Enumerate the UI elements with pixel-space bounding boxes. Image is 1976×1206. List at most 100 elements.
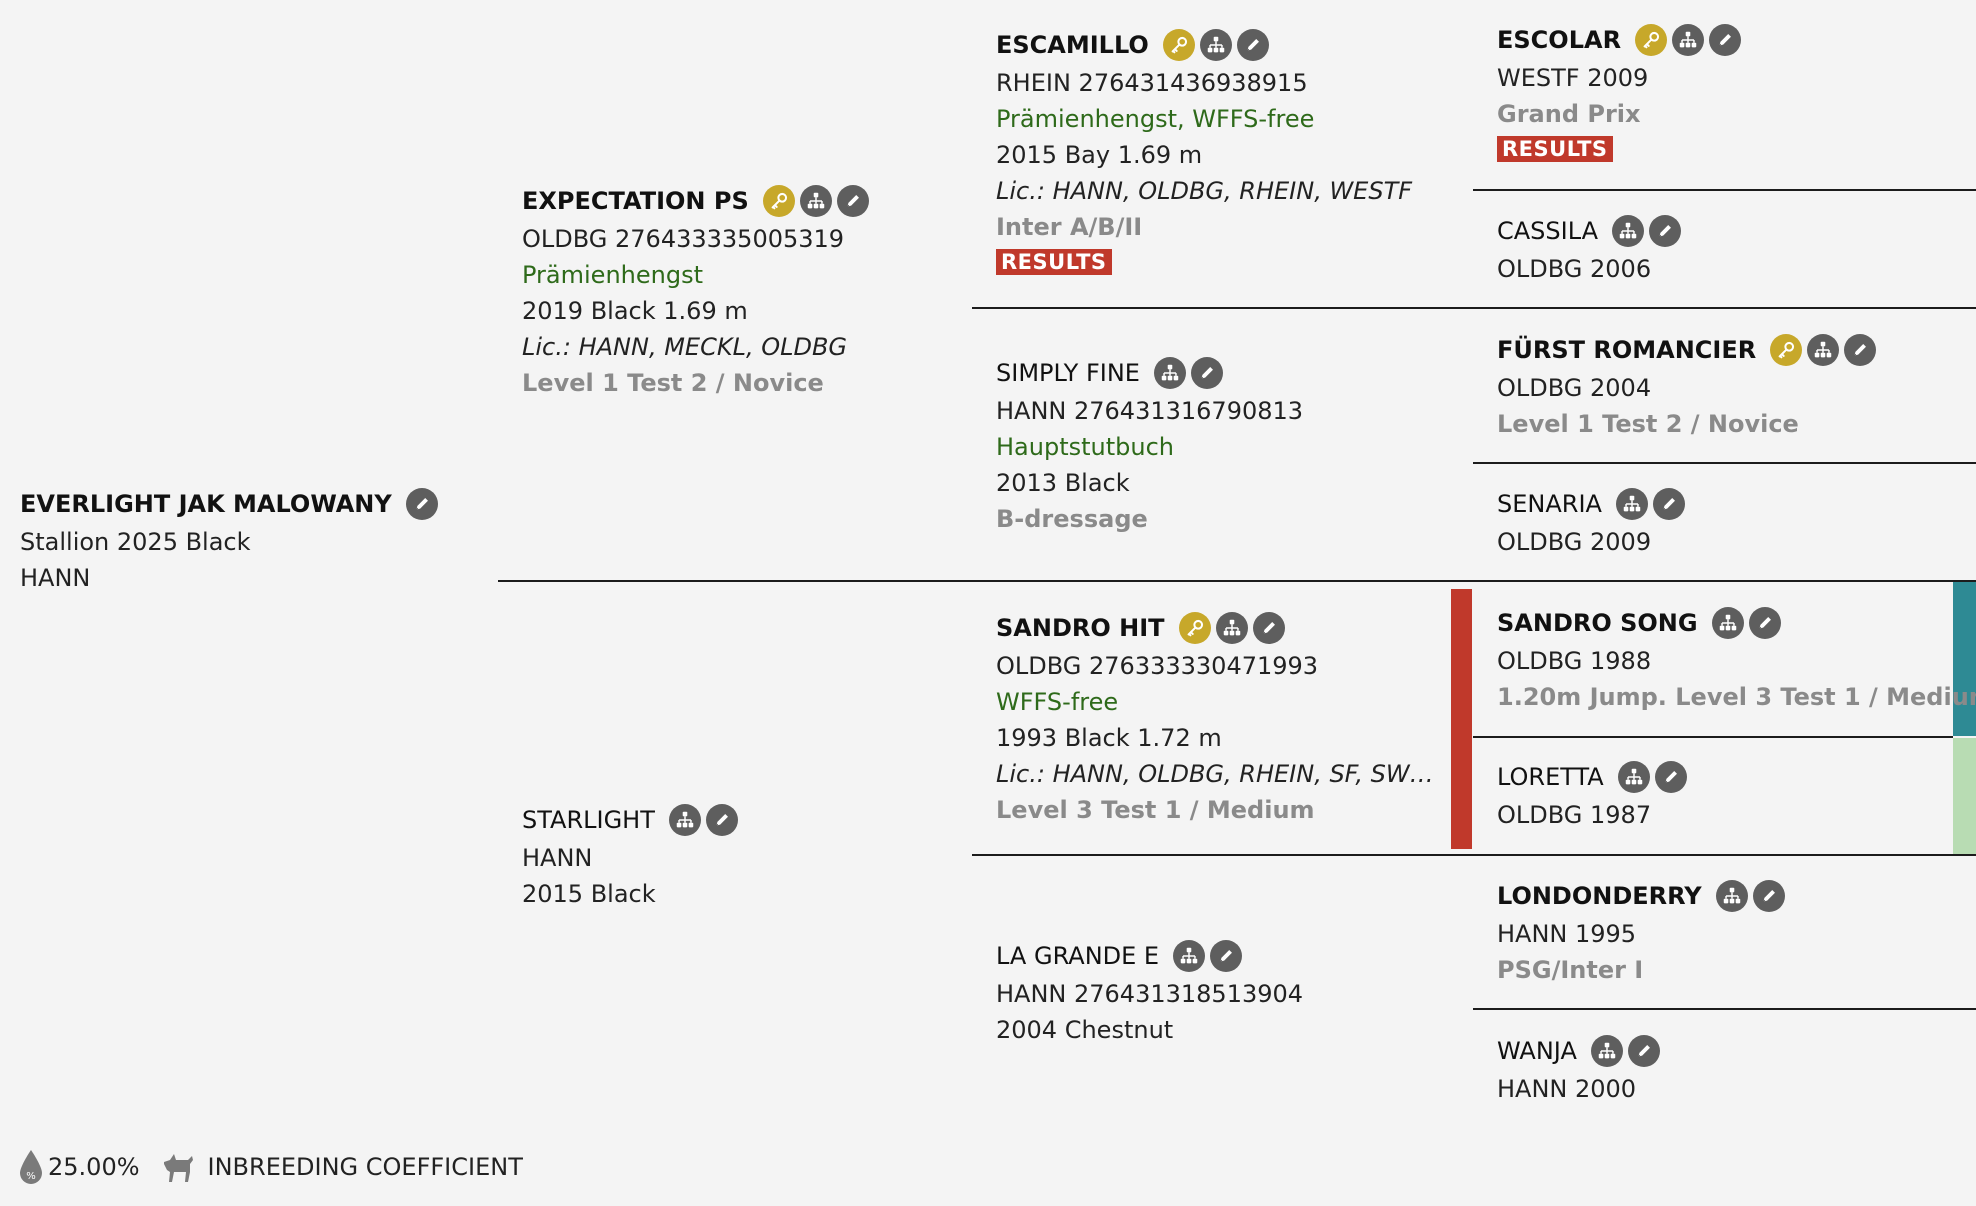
sire-sire-sire: ESCOLAR WESTF 2009 Grand Prix RESULTS bbox=[1497, 20, 1742, 162]
sire-name[interactable]: EXPECTATION PS bbox=[522, 187, 749, 215]
dam-name[interactable]: STARLIGHT bbox=[522, 806, 655, 834]
pedigree-tree-icon[interactable] bbox=[1711, 607, 1744, 639]
edit-pencil-icon[interactable] bbox=[1210, 940, 1243, 972]
key-icon[interactable] bbox=[1635, 24, 1668, 56]
key-icon[interactable] bbox=[762, 185, 795, 217]
edit-pencil-icon[interactable] bbox=[1236, 29, 1269, 61]
breed-year: OLDBG 1987 bbox=[1497, 801, 1652, 829]
edit-pencil-icon[interactable] bbox=[1627, 1035, 1660, 1067]
award: Prämienhengst bbox=[522, 261, 703, 289]
sire: EXPECTATION PS OLDBG 276433335005319 Prä… bbox=[522, 181, 869, 401]
edit-pencil-icon[interactable] bbox=[836, 185, 869, 217]
edit-pencil-icon[interactable] bbox=[1252, 612, 1285, 644]
dd-name[interactable]: LA GRANDE E bbox=[996, 942, 1160, 970]
sd-name[interactable]: SIMPLY FINE bbox=[996, 359, 1140, 387]
divider-dss-dsd bbox=[1473, 736, 1953, 738]
birth-info: 2013 Black bbox=[996, 469, 1130, 497]
registration: HANN 276431318513904 bbox=[996, 980, 1304, 1008]
birth-info: 1993 Black 1.72 m bbox=[996, 724, 1222, 752]
inbreeding-marker-sandro-hit bbox=[1451, 589, 1472, 849]
inbreeding-marker-loretta bbox=[1953, 738, 1976, 854]
award: WFFS-free bbox=[996, 688, 1119, 716]
divider-sire-dam bbox=[498, 580, 1976, 582]
licenses: Lic.: HANN, OLDBG, RHEIN, WESTF bbox=[996, 177, 1413, 205]
key-icon[interactable] bbox=[1178, 612, 1211, 644]
dds-name[interactable]: LONDONDERRY bbox=[1497, 882, 1702, 910]
pedigree-tree-icon[interactable] bbox=[1612, 215, 1645, 247]
birth-info: 2004 Chestnut bbox=[996, 1016, 1174, 1044]
pedigree-tree-icon[interactable] bbox=[1199, 29, 1232, 61]
pedigree-tree-icon[interactable] bbox=[799, 185, 832, 217]
edit-pencil-icon[interactable] bbox=[405, 488, 438, 520]
registration: OLDBG 276333330471993 bbox=[996, 652, 1319, 680]
registration: RHEIN 276431436938915 bbox=[996, 69, 1308, 97]
breed-year: WESTF 2009 bbox=[1497, 64, 1649, 92]
pedigree-tree-icon[interactable] bbox=[1590, 1035, 1623, 1067]
edit-pencil-icon[interactable] bbox=[1654, 761, 1687, 793]
ddd-name[interactable]: WANJA bbox=[1497, 1037, 1577, 1065]
ssd-name[interactable]: CASSILA bbox=[1497, 217, 1599, 245]
edit-pencil-icon[interactable] bbox=[1652, 488, 1685, 520]
pedigree-tree-icon[interactable] bbox=[1807, 334, 1840, 366]
edit-pencil-icon[interactable] bbox=[1190, 357, 1223, 389]
inbreeding-marker-sandro-song bbox=[1953, 582, 1976, 736]
sds-name[interactable]: FÜRST ROMANCIER bbox=[1497, 336, 1757, 364]
pedigree-tree-icon[interactable] bbox=[668, 804, 701, 836]
ds-name[interactable]: SANDRO HIT bbox=[996, 614, 1165, 642]
performance-level: 1.20m Jump. Level 3 Test 1 / Medium bbox=[1497, 683, 1976, 711]
pedigree-tree-icon[interactable] bbox=[1617, 761, 1650, 793]
performance-level: Level 3 Test 1 / Medium bbox=[996, 796, 1315, 824]
divider-ds-dd bbox=[972, 854, 1976, 856]
subject-info: Stallion 2025 Black bbox=[20, 528, 251, 556]
pedigree-tree-icon[interactable] bbox=[1615, 488, 1648, 520]
key-icon[interactable] bbox=[1770, 334, 1803, 366]
edit-pencil-icon[interactable] bbox=[1748, 607, 1781, 639]
dam-dam-sire: LONDONDERRY HANN 1995 PSG/Inter I bbox=[1497, 876, 1785, 988]
ss-name[interactable]: ESCAMILLO bbox=[996, 31, 1149, 59]
edit-pencil-icon[interactable] bbox=[705, 804, 738, 836]
performance-level: Level 1 Test 2 / Novice bbox=[522, 369, 824, 397]
dss-name[interactable]: SANDRO SONG bbox=[1497, 609, 1698, 637]
inbreeding-label[interactable]: INBREEDING COEFFICIENT bbox=[207, 1153, 523, 1181]
edit-pencil-icon[interactable] bbox=[1709, 24, 1742, 56]
dam-sire-sire: SANDRO SONG OLDBG 1988 1.20m Jump. Level… bbox=[1497, 603, 1976, 715]
divider-ss-sd bbox=[972, 307, 1976, 309]
pedigree-tree-icon[interactable] bbox=[1215, 612, 1248, 644]
edit-pencil-icon[interactable] bbox=[1649, 215, 1682, 247]
edit-pencil-icon[interactable] bbox=[1844, 334, 1877, 366]
licenses: Lic.: HANN, MECKL, OLDBG bbox=[522, 333, 848, 361]
sire-dam: SIMPLY FINE HANN 276431316790813 Hauptst… bbox=[996, 353, 1303, 537]
divider-sds-sdd bbox=[1473, 462, 1976, 464]
edit-pencil-icon[interactable] bbox=[1752, 880, 1785, 912]
pedigree-tree-icon[interactable] bbox=[1153, 357, 1186, 389]
award: Hauptstutbuch bbox=[996, 433, 1174, 461]
key-icon[interactable] bbox=[1162, 29, 1195, 61]
subject-breed: HANN bbox=[20, 564, 91, 592]
breed-year: OLDBG 2006 bbox=[1497, 255, 1652, 283]
performance-level: Level 1 Test 2 / Novice bbox=[1497, 410, 1799, 438]
subject-horse: EVERLIGHT JAK MALOWANY Stallion 2025 Bla… bbox=[20, 484, 438, 596]
dam-dam-dam: WANJA HANN 2000 bbox=[1497, 1031, 1660, 1107]
performance-level: PSG/Inter I bbox=[1497, 956, 1644, 984]
results-badge[interactable]: RESULTS bbox=[996, 249, 1112, 275]
pedigree-tree-icon[interactable] bbox=[1715, 880, 1748, 912]
breed-year: HANN 2000 bbox=[1497, 1075, 1637, 1103]
results-badge[interactable]: RESULTS bbox=[1497, 136, 1613, 162]
performance-level: B-dressage bbox=[996, 505, 1148, 533]
horse-icon[interactable] bbox=[160, 1150, 196, 1184]
registration: HANN 276431316790813 bbox=[996, 397, 1304, 425]
sdd-name[interactable]: SENARIA bbox=[1497, 490, 1602, 518]
registration: OLDBG 276433335005319 bbox=[522, 225, 845, 253]
inbreeding-footer: % 25.00% INBREEDING COEFFICIENT bbox=[18, 1148, 523, 1186]
sire-sire: ESCAMILLO RHEIN 276431436938915 Prämienh… bbox=[996, 25, 1412, 275]
pedigree-tree-icon[interactable] bbox=[1672, 24, 1705, 56]
licenses: Lic.: HANN, OLDBG, RHEIN, SF, SWB, WES..… bbox=[996, 760, 1444, 788]
sss-name[interactable]: ESCOLAR bbox=[1497, 26, 1622, 54]
dam-sire-dam: LORETTA OLDBG 1987 bbox=[1497, 757, 1687, 833]
award: Prämienhengst, WFFS-free bbox=[996, 105, 1315, 133]
subject-name[interactable]: EVERLIGHT JAK MALOWANY bbox=[20, 490, 392, 518]
inbreeding-percentage: 25.00% bbox=[48, 1153, 140, 1181]
pedigree-tree-icon[interactable] bbox=[1173, 940, 1206, 972]
dsd-name[interactable]: LORETTA bbox=[1497, 763, 1604, 791]
